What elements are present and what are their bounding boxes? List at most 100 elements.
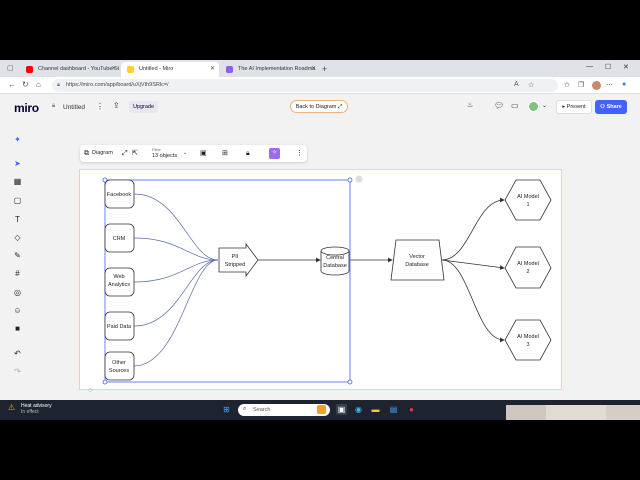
ai-model-1-shape xyxy=(504,179,552,221)
browser-tab-strip: ▢ Channel dashboard - YouTube St ✕ Untit… xyxy=(0,60,640,77)
taskbar-search-placeholder: Search xyxy=(253,407,271,413)
more-tools-icon[interactable]: ■ xyxy=(15,324,20,333)
model-hexagons xyxy=(504,179,552,361)
weather-title: Heat advisory xyxy=(21,403,52,409)
youtube-icon xyxy=(26,66,33,73)
home-icon[interactable]: ⌂ xyxy=(36,80,41,89)
collections-icon[interactable]: ❐ xyxy=(578,82,585,89)
lock-icon[interactable]: 🔒︎ xyxy=(246,150,250,157)
redo-icon[interactable]: ↷ xyxy=(14,367,21,376)
lasso-cursor-icon: ◌ xyxy=(88,387,93,394)
frame-options-dot xyxy=(355,175,363,183)
address-bar-row: ← ↻ ⌂ 🔒︎ https://miro.com/app/board/uXjV… xyxy=(0,77,640,94)
pii-stripped-shape xyxy=(218,242,259,278)
profile-avatar[interactable] xyxy=(592,81,601,90)
board-title[interactable]: Untitled xyxy=(63,104,86,111)
objects-count[interactable]: 13 objects xyxy=(152,153,178,159)
presenter-image xyxy=(506,405,640,420)
copilot-icon[interactable]: ● xyxy=(622,81,627,88)
favorites-star-icon[interactable]: ☆ xyxy=(528,82,535,89)
collaborator-avatar[interactable] xyxy=(528,101,539,112)
templates-icon[interactable]: ▦ xyxy=(13,177,22,186)
pii-label-line2: Stripped xyxy=(225,262,246,268)
tab-label: Channel dashboard - YouTube St xyxy=(38,66,120,72)
more-options-icon[interactable]: ⋯ xyxy=(606,82,613,89)
crm-box xyxy=(104,223,135,253)
app-icon[interactable]: ● xyxy=(409,405,414,414)
sticky-note-icon[interactable]: ▢ xyxy=(13,196,22,205)
close-icon[interactable]: ✕ xyxy=(310,66,316,72)
expand-diagram-icon[interactable]: ⤢ xyxy=(122,150,128,157)
diagram-label[interactable]: Diagram xyxy=(92,150,113,156)
lock-icon: 🔒︎ xyxy=(57,82,60,88)
undo-icon[interactable]: ↶ xyxy=(14,349,21,358)
refresh-icon[interactable]: ↻ xyxy=(22,80,29,89)
text-icon[interactable]: T xyxy=(15,215,20,224)
vector-db-label-line2: Database xyxy=(405,262,429,268)
selection-box xyxy=(104,179,351,383)
favorites-icon[interactable]: ✩ xyxy=(564,82,570,89)
select-cursor-icon[interactable]: ➤ xyxy=(14,159,21,168)
export-icon[interactable]: ⇪ xyxy=(113,101,120,110)
new-tab-button[interactable]: + xyxy=(322,64,328,74)
file-explorer-icon[interactable]: ▬ xyxy=(371,405,380,414)
diagram-frame[interactable]: Facebook CRM Web Analytics Paid Data Oth… xyxy=(79,169,562,390)
frame-icon[interactable]: # xyxy=(15,269,20,278)
miro-logo[interactable]: miro xyxy=(14,101,39,115)
connector-crm-pii xyxy=(133,237,219,261)
shapes-icon[interactable]: ◇ xyxy=(14,233,21,242)
ai-icon[interactable]: ✧ xyxy=(269,148,280,159)
close-icon[interactable]: ✕ xyxy=(209,66,215,72)
board-lock-icon: 🔒︎ xyxy=(52,103,56,109)
share-button[interactable]: ⚇ Share xyxy=(595,100,627,114)
url-text: https://miro.com/app/board/uXjVIh9SRlc=/ xyxy=(66,82,169,88)
tab-miro[interactable]: Untitled - Miro ✕ xyxy=(121,62,219,77)
tab-youtube-studio[interactable]: Channel dashboard - YouTube St ✕ xyxy=(20,62,120,77)
source-label-web: Web xyxy=(113,274,124,280)
screen: ▢ Channel dashboard - YouTube St ✕ Untit… xyxy=(0,60,640,420)
webcam-overlay xyxy=(506,405,640,420)
comments-icon[interactable]: 💬︎ xyxy=(494,101,505,110)
layout-icon[interactable]: ⊞ xyxy=(222,150,228,157)
resize-icon[interactable]: ⇱ xyxy=(132,150,138,157)
more-options-icon[interactable]: ⋮ xyxy=(296,150,303,157)
present-button[interactable]: ▸ Present xyxy=(556,100,592,114)
windows-start-icon[interactable]: ⊞ xyxy=(223,405,230,414)
share-icon: ⚇ xyxy=(600,104,607,110)
board-menu-icon[interactable]: ⋮ xyxy=(96,102,104,111)
url-field[interactable]: 🔒︎ https://miro.com/app/board/uXjVIh9SRl… xyxy=(52,79,558,92)
main-connectors xyxy=(258,197,505,343)
model1-label-line2: 1 xyxy=(526,202,529,208)
context-toolbar: ⧉ Diagram ⤢ ⇱ Filter 13 objects ⌄ ▣ ⊞ 🔒︎… xyxy=(80,145,307,162)
source-label-other: Other xyxy=(112,360,126,366)
source-label-sources: Sources xyxy=(109,368,129,374)
chevron-down-icon[interactable]: ⌄ xyxy=(542,103,548,109)
comment-tool-icon[interactable]: ☺ xyxy=(13,306,22,315)
maximize-icon[interactable]: ☐ xyxy=(605,64,612,71)
reactions-icon[interactable]: ♨ xyxy=(467,102,474,109)
tab-actions-icon[interactable]: ▢ xyxy=(7,65,14,72)
window-close-icon[interactable]: ✕ xyxy=(623,64,629,71)
back-arrow-icon[interactable]: ← xyxy=(8,80,16,89)
apps-icon[interactable]: ◎ xyxy=(14,288,21,297)
upgrade-button[interactable]: Upgrade xyxy=(129,101,158,113)
tab-ai-roadmap[interactable]: The AI Implementation Roadma ✕ xyxy=(220,62,320,77)
ai-sparkle-icon[interactable]: ✦ xyxy=(14,135,21,144)
align-icon[interactable]: ▣ xyxy=(200,150,207,157)
model2-label-line1: AI Model xyxy=(517,261,539,267)
task-view-icon[interactable]: ▣ xyxy=(336,404,347,415)
taskbar-search[interactable]: ⌕ Search xyxy=(238,404,330,416)
connector-web-analytics-pii xyxy=(133,259,219,283)
edge-icon[interactable]: ◉ xyxy=(355,405,362,414)
facebook-box xyxy=(104,179,135,209)
read-aloud-icon[interactable]: A xyxy=(514,81,519,88)
search-highlight-icon xyxy=(317,405,326,414)
video-icon[interactable]: ▭ xyxy=(511,101,519,110)
pen-icon[interactable]: ✎ xyxy=(14,251,21,260)
central-db-label-line2: Database xyxy=(323,263,347,269)
chevron-down-icon[interactable]: ⌄ xyxy=(183,150,188,156)
store-icon[interactable]: ▤ xyxy=(389,405,398,414)
close-icon[interactable]: ✕ xyxy=(110,66,116,72)
minimize-icon[interactable]: — xyxy=(586,63,593,70)
back-to-diagram-button[interactable]: Back to Diagram ⤢ xyxy=(290,100,348,113)
